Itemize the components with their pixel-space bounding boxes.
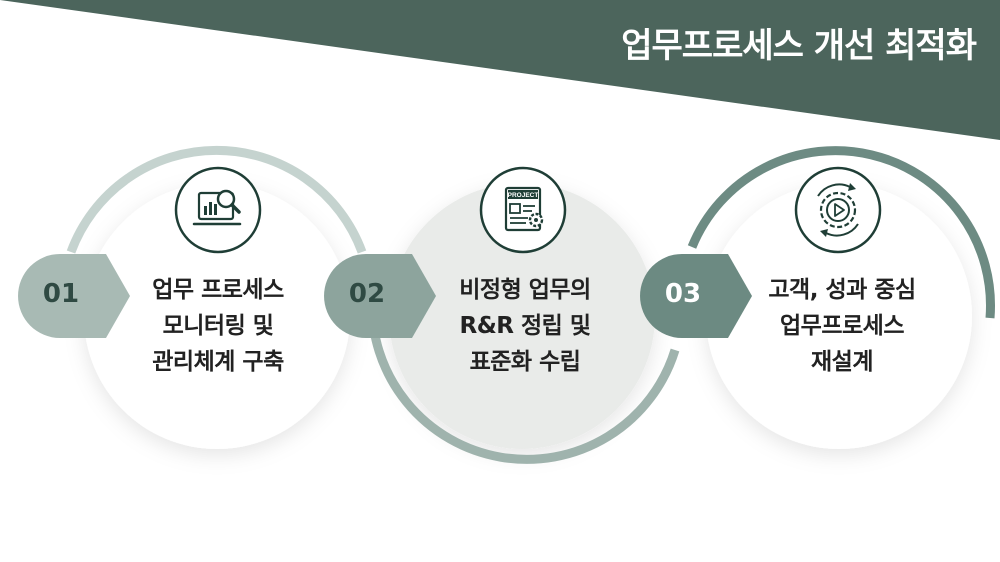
step-2-line-3: 표준화 수립	[469, 349, 581, 375]
step-3-arc	[687, 146, 995, 319]
step-2-text: 비정형 업무의 R&R 정립 및 표준화 수립	[425, 272, 625, 380]
step-3-line-2: 업무프로세스	[780, 313, 904, 339]
step-1-bubble	[18, 254, 130, 338]
monitoring-analytics-icon	[174, 166, 262, 254]
step-2-arc	[367, 297, 680, 464]
step-1-line-3: 관리체계 구축	[152, 349, 284, 375]
header-banner	[0, 0, 1000, 140]
step-3-number: 03	[664, 279, 702, 309]
project-document-icon	[479, 166, 567, 254]
step-1-number: 01	[42, 279, 80, 309]
banner-shape	[0, 0, 1000, 140]
step-3-line-3: 재설계	[811, 349, 873, 375]
step-3-line-1: 고객, 성과 중심	[768, 277, 916, 303]
step-2-number: 02	[348, 279, 386, 309]
step-1-text: 업무 프로세스 모니터링 및 관리체계 구축	[118, 272, 318, 380]
project-label: PROJECT	[508, 192, 539, 199]
step-1-arc	[66, 146, 367, 254]
page-title: 업무프로세스 개선 최적화	[621, 26, 977, 66]
step-1-line-1: 업무 프로세스	[152, 277, 284, 303]
step-2-line-1: 비정형 업무의	[459, 277, 591, 303]
step-2-line-2: R&R 정립 및	[459, 313, 591, 339]
step-2-circle	[389, 183, 655, 449]
step-3-bubble	[640, 254, 752, 338]
step-3-text: 고객, 성과 중심 업무프로세스 재설계	[742, 272, 942, 380]
step-1-line-2: 모니터링 및	[162, 313, 274, 339]
step-3-circle	[706, 183, 972, 449]
process-cycle-icon	[794, 166, 882, 254]
step-2-bubble	[324, 254, 436, 338]
step-1-circle	[84, 183, 350, 449]
